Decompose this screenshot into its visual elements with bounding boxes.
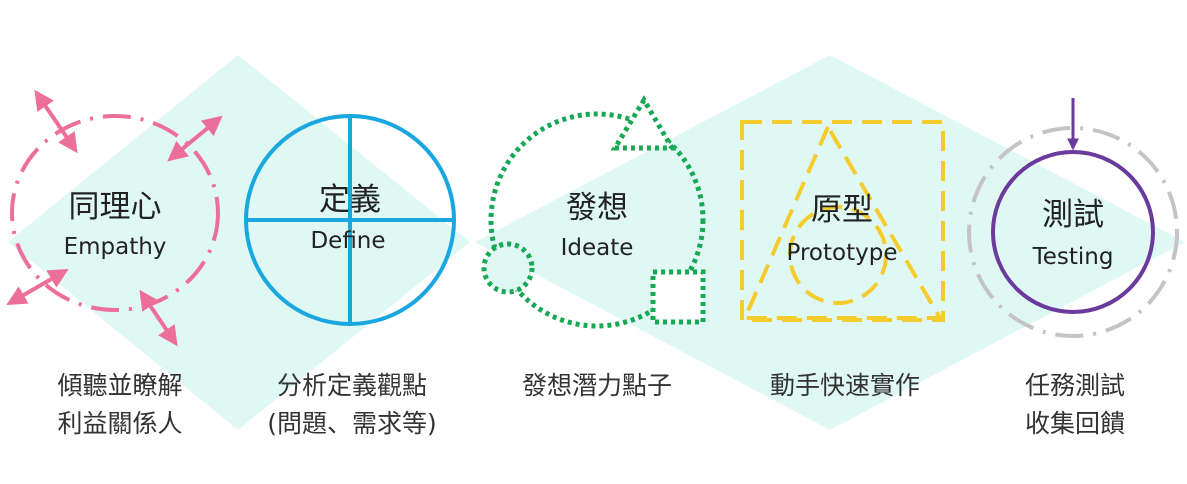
ideate-icon xyxy=(481,95,706,329)
empathy-desc-line2: 利益關係人 xyxy=(57,409,182,438)
define-desc-line1: 分析定義觀點 xyxy=(277,371,427,400)
empathy-icon xyxy=(6,89,223,347)
empathy-subtitle: Empathy xyxy=(64,234,167,260)
prototype-subtitle: Prototype xyxy=(787,240,898,266)
prototype-desc: 動手快速實作 xyxy=(770,371,920,400)
testing-title: 測試 xyxy=(1042,197,1104,233)
define-desc-line2: (問題、需求等) xyxy=(267,409,437,438)
ideate-title: 發想 xyxy=(566,190,628,226)
background-diamond-left xyxy=(8,55,470,430)
testing-desc-line1: 任務測試 xyxy=(1025,371,1125,400)
testing-subtitle: Testing xyxy=(1032,244,1114,270)
empathy-desc-line1: 傾聽並瞭解 xyxy=(57,371,182,400)
ideate-desc: 發想潛力點子 xyxy=(522,371,672,400)
testing-desc-line2: 收集回饋 xyxy=(1025,409,1125,438)
define-icon xyxy=(244,114,456,326)
prototype-icon xyxy=(740,120,945,322)
ideate-subtitle: Ideate xyxy=(561,235,634,261)
empathy-title: 同理心 xyxy=(69,189,162,225)
define-subtitle: Define xyxy=(310,228,385,254)
define-title: 定義 xyxy=(319,182,381,218)
prototype-title: 原型 xyxy=(811,192,873,228)
testing-icon xyxy=(967,98,1179,338)
